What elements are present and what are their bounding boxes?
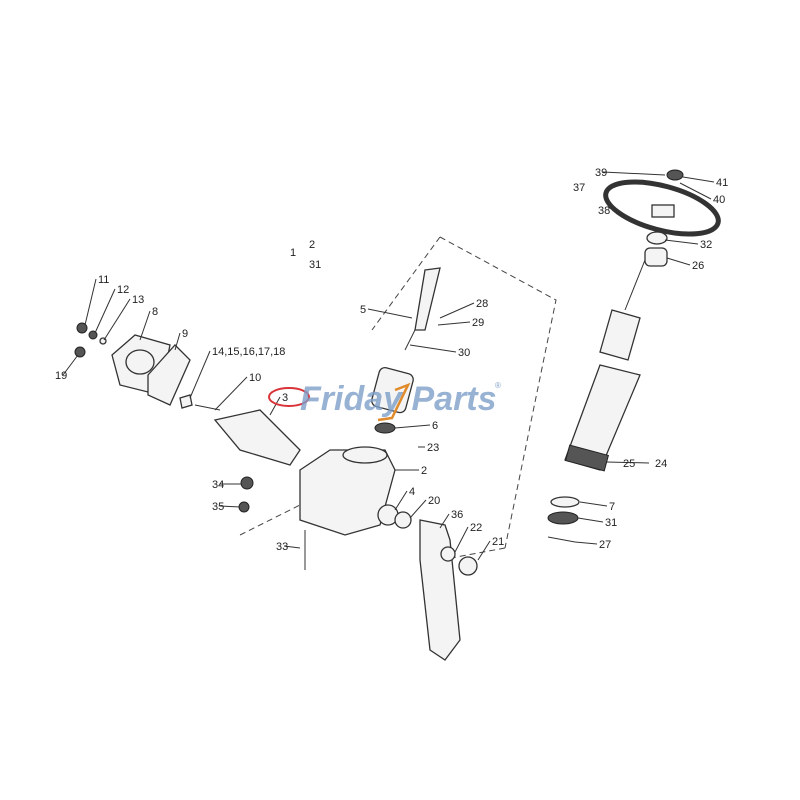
leader-line: [454, 526, 469, 553]
callout-28: 28: [476, 298, 488, 310]
callout-2: 2: [421, 465, 427, 477]
callout-22: 22: [470, 522, 482, 534]
callout-37: 37: [573, 182, 585, 194]
worm-shaft: [371, 267, 441, 414]
callout-10: 10: [249, 372, 261, 384]
nut-34: [240, 476, 254, 490]
leader-line: [394, 424, 431, 429]
callout-26: 26: [692, 260, 704, 272]
callout-33: 33: [276, 541, 288, 553]
leader-line: [679, 182, 712, 200]
leader-line: [666, 257, 691, 266]
callout-36: 36: [451, 509, 463, 521]
callout-1: 1: [290, 247, 296, 259]
leader-line: [409, 499, 427, 519]
callout-27: 27: [599, 539, 611, 551]
gasket: [147, 344, 191, 406]
leader-line: [574, 541, 598, 545]
watermark-logo: Friday Parts ®: [300, 380, 501, 422]
leader-line: [664, 239, 699, 245]
callout-12: 12: [117, 284, 129, 296]
leader-line: [606, 461, 650, 464]
highlight-ring: [268, 387, 310, 407]
leader-line: [94, 288, 116, 334]
leader-line: [602, 171, 666, 176]
callout-32: 32: [700, 239, 712, 251]
ring-7: [550, 496, 580, 508]
callout-4: 4: [409, 486, 415, 498]
leader-line: [579, 501, 608, 507]
leader-line: [269, 396, 281, 416]
leader-line: [84, 278, 97, 326]
shim: [179, 394, 193, 409]
pitman-arm: [419, 519, 461, 661]
leader-line: [439, 302, 475, 319]
callout-9: 9: [182, 328, 188, 340]
callout-5: 5: [360, 304, 366, 316]
pin-27: [547, 536, 576, 543]
callout-11: 11: [98, 274, 109, 286]
steering-gear-housing: [299, 449, 396, 536]
callout-8: 8: [152, 306, 158, 318]
callout-6: 6: [432, 420, 438, 432]
callout-13: 13: [132, 294, 144, 306]
callout-23: 23: [427, 442, 439, 454]
svg-text:Friday Parts: Friday Parts: [300, 380, 497, 418]
callout-19: 19: [55, 370, 67, 382]
leader-line: [682, 176, 715, 183]
leader-line: [439, 513, 450, 529]
leader-line: [103, 298, 131, 341]
nut-21: [458, 556, 478, 576]
leader-line: [214, 376, 248, 411]
leader-line: [283, 545, 301, 549]
callout-2: 2: [309, 239, 315, 251]
callout-31: 31: [309, 259, 321, 271]
callout-24: 24: [655, 458, 667, 470]
nut-35: [238, 501, 250, 513]
callout-14-15-16-17-18: 14,15,16,17,18: [212, 346, 285, 358]
leader-line: [62, 354, 79, 376]
nut-31: [547, 511, 579, 525]
callout-35: 35: [212, 501, 224, 513]
steering-wheel: [603, 169, 721, 267]
leader-line: [577, 517, 604, 523]
group-bracket-line: [239, 236, 557, 561]
leader-line: [174, 332, 181, 351]
sector-shaft: [213, 409, 301, 466]
leader-line: [477, 540, 491, 561]
leader-line: [394, 490, 408, 511]
nut-washers: [74, 322, 107, 358]
leader-line: [437, 321, 471, 326]
callout-29: 29: [472, 317, 484, 329]
callout-21: 21: [492, 536, 504, 548]
callout-41: 41: [716, 177, 728, 189]
callout-20: 20: [428, 495, 440, 507]
callout-38: 38: [598, 205, 610, 217]
leader-line: [409, 344, 457, 353]
leader-line: [139, 310, 151, 341]
watermark-mark: ®: [495, 381, 501, 390]
washer: [394, 511, 412, 529]
steering-column: [564, 259, 646, 472]
callout-3: 3: [282, 392, 288, 404]
callout-40: 40: [713, 194, 725, 206]
leader-line: [367, 308, 413, 319]
callout-31: 31: [605, 517, 617, 529]
washer-22: [440, 546, 456, 562]
callout-34: 34: [212, 479, 224, 491]
callout-30: 30: [458, 347, 470, 359]
callout-7: 7: [609, 501, 615, 513]
callout-39: 39: [595, 167, 607, 179]
callout-25: 25: [623, 458, 635, 470]
leader-line: [219, 505, 241, 508]
bearing: [374, 422, 396, 434]
leader-line: [189, 350, 211, 399]
